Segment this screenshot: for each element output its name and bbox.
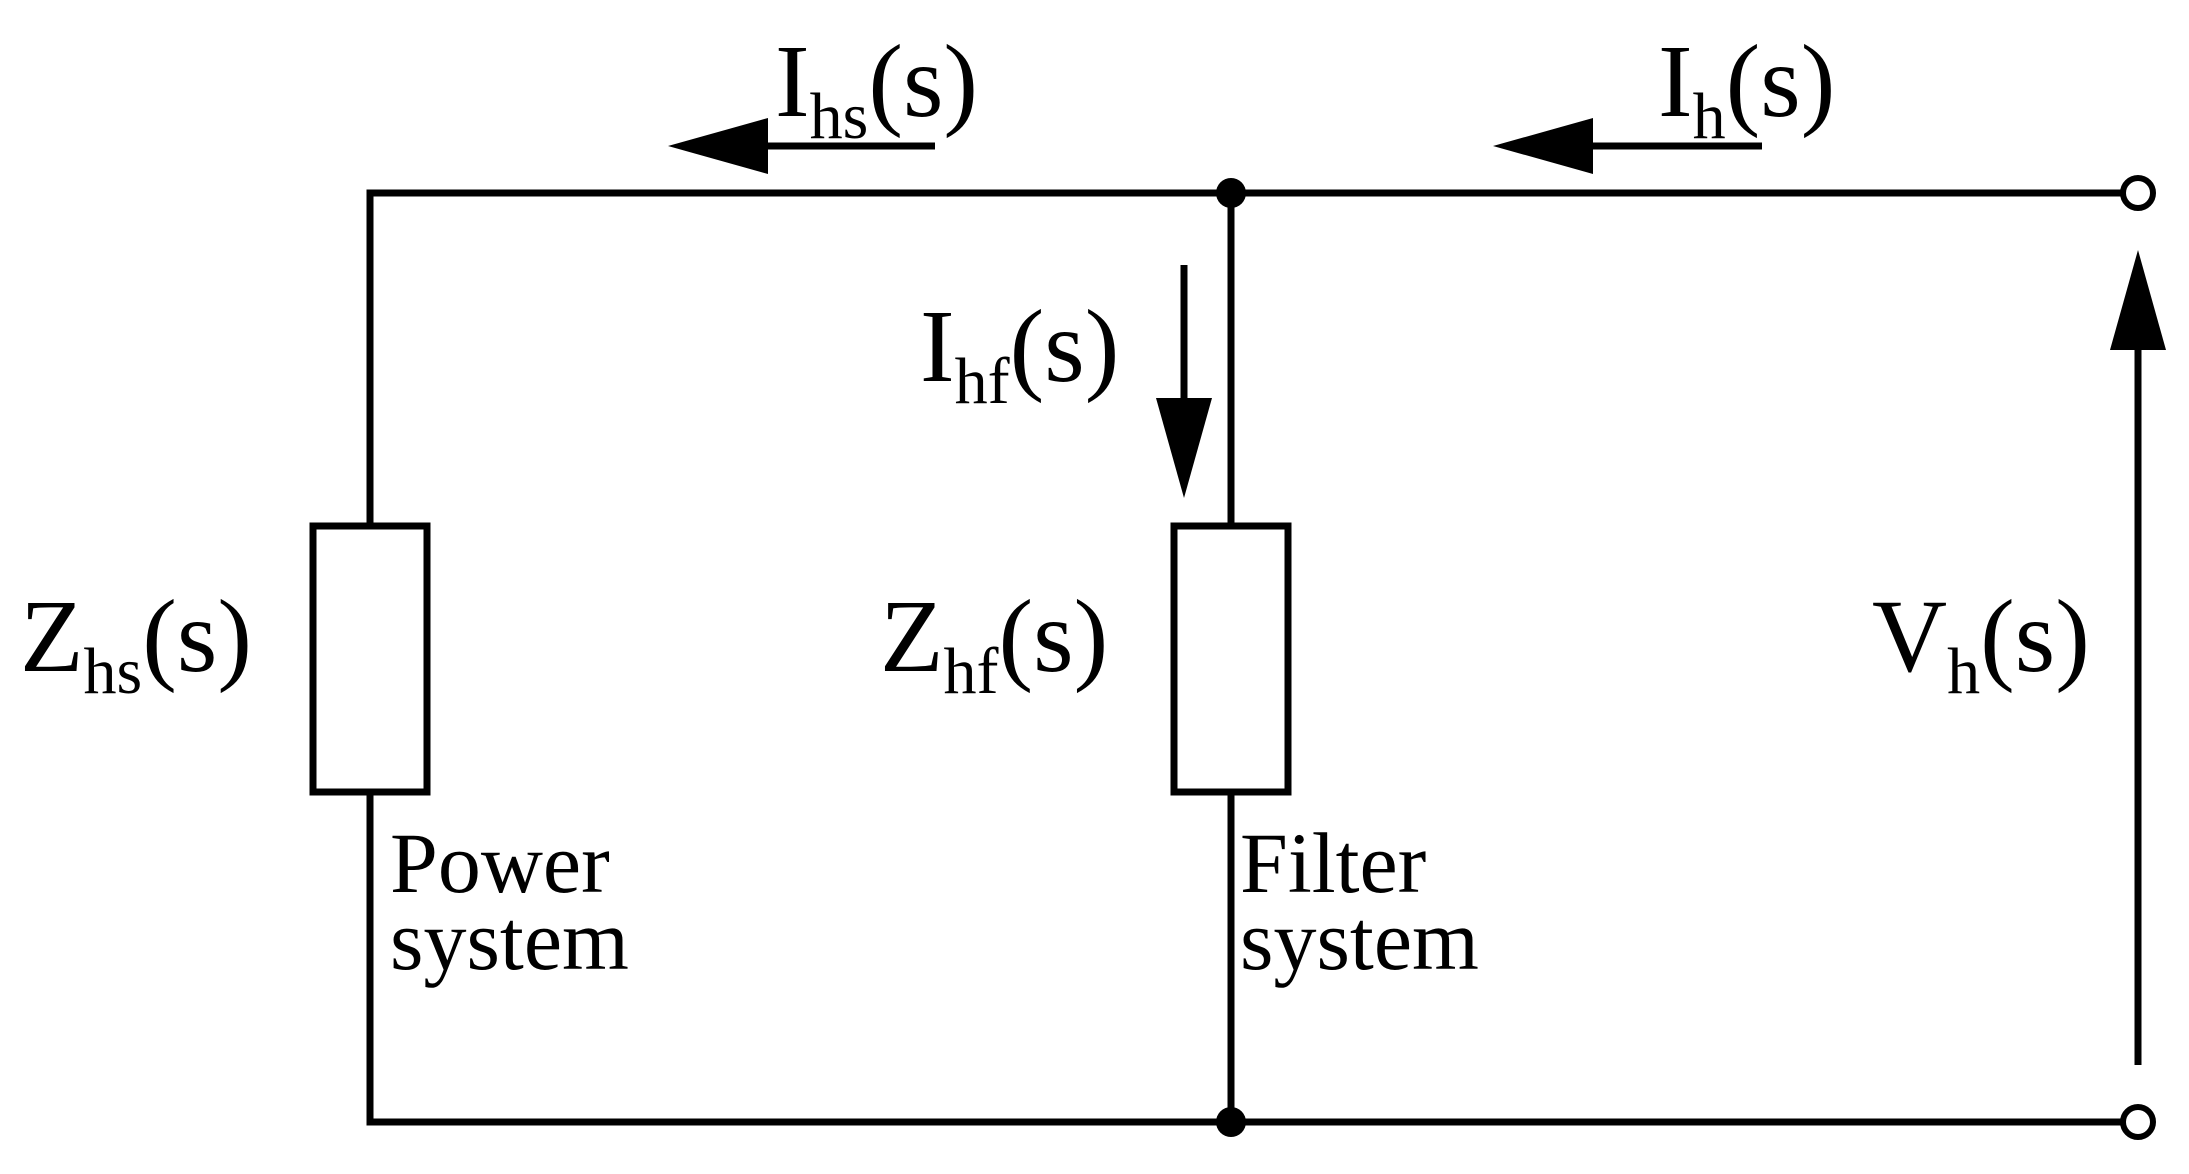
v-h-label: Vh(s)	[1872, 579, 2090, 708]
z-hs-label: Zhs(s)	[20, 579, 252, 708]
power-system-impedance	[309, 522, 431, 796]
power-system-caption: Power system	[390, 815, 629, 989]
filter-system-caption-line2: system	[1240, 892, 1479, 989]
filter-system-impedance	[1170, 522, 1292, 796]
i-hf-label: Ihf(s)	[920, 289, 1120, 418]
bottom-junction-node	[1216, 1107, 1246, 1137]
power-system-caption-line2: system	[390, 892, 629, 989]
bottom-terminal	[2120, 1104, 2156, 1140]
i-hs-arrow	[668, 118, 935, 174]
i-h-arrow	[1493, 118, 1762, 174]
v-h-arrow	[2110, 250, 2166, 1065]
filter-system-caption: Filter system	[1240, 815, 1479, 989]
i-h-label: Ih(s)	[1658, 24, 1836, 153]
filter-system-caption-line1: Filter	[1240, 815, 1427, 911]
i-hs-label: Ihs(s)	[775, 24, 979, 153]
i-hf-arrow	[1156, 265, 1212, 498]
z-hf-label: Zhf(s)	[880, 579, 1109, 708]
power-system-caption-line1: Power	[390, 815, 610, 911]
top-terminal	[2120, 175, 2156, 211]
top-junction-node	[1216, 178, 1246, 208]
